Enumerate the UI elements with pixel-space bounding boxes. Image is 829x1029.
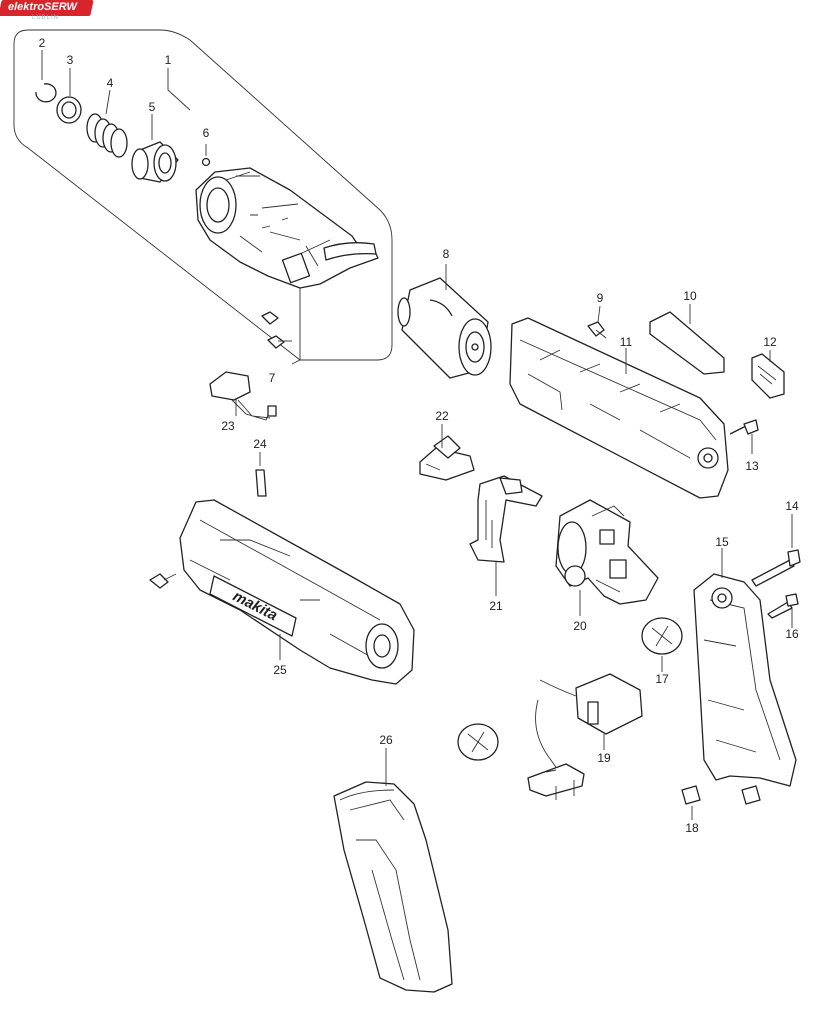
part-24-clip bbox=[255, 469, 267, 497]
loose-disc bbox=[457, 723, 499, 761]
callout-11: 11 bbox=[620, 335, 633, 349]
callout-20: 20 bbox=[573, 619, 587, 633]
part-7-screws bbox=[261, 311, 292, 349]
leader-7 bbox=[291, 288, 301, 365]
callout-9: 9 bbox=[597, 291, 604, 305]
callout-22: 22 bbox=[435, 409, 449, 423]
callout-18: 18 bbox=[685, 821, 699, 835]
callout-14: 14 bbox=[785, 499, 799, 513]
part-6-ball bbox=[201, 157, 211, 167]
part-9-screw bbox=[587, 321, 607, 339]
callout-1: 1 bbox=[165, 53, 172, 67]
part-18-nuts bbox=[681, 785, 761, 805]
part-15-housing bbox=[693, 573, 797, 787]
part-11-housing bbox=[509, 317, 729, 499]
part-13-screw bbox=[729, 419, 759, 435]
callout-12: 12 bbox=[763, 335, 777, 349]
callout-23: 23 bbox=[221, 419, 235, 433]
part-5-sleeve bbox=[131, 141, 179, 183]
watermark-brand: elektroSERW bbox=[8, 1, 77, 13]
callout-7: 7 bbox=[269, 371, 276, 385]
assembly-1-boundary bbox=[13, 29, 393, 361]
part-25-housing: makita bbox=[179, 499, 415, 685]
part-14-screw bbox=[751, 549, 801, 587]
callout-2: 2 bbox=[39, 36, 46, 50]
part-16-screw bbox=[767, 593, 799, 619]
part-22-button bbox=[419, 435, 475, 481]
callout-5: 5 bbox=[149, 100, 156, 114]
part-21-lever bbox=[469, 475, 543, 563]
callout-21: 21 bbox=[489, 599, 503, 613]
watermark-logo: elektroSERW LUBLIN bbox=[0, 0, 96, 22]
part-4-spring bbox=[86, 113, 128, 158]
callout-13: 13 bbox=[745, 459, 759, 473]
part-1-gear-assembly bbox=[195, 167, 379, 289]
part-25-screw bbox=[149, 573, 177, 589]
part-17-disc bbox=[641, 617, 683, 655]
part-8-motor bbox=[397, 277, 492, 379]
callout-25: 25 bbox=[273, 663, 287, 677]
callout-19: 19 bbox=[597, 751, 611, 765]
callout-24: 24 bbox=[253, 437, 267, 451]
callout-16: 16 bbox=[785, 627, 799, 641]
callout-15: 15 bbox=[715, 535, 729, 549]
part-10-label bbox=[649, 311, 725, 375]
part-19-terminal bbox=[527, 673, 643, 800]
part-12-plate bbox=[751, 353, 785, 399]
callout-8: 8 bbox=[443, 247, 450, 261]
leader-9 bbox=[597, 305, 601, 323]
part-3-washer bbox=[56, 96, 82, 124]
callout-4: 4 bbox=[107, 76, 114, 90]
watermark-sub: LUBLIN bbox=[32, 15, 60, 21]
callout-10: 10 bbox=[683, 289, 697, 303]
leader-4 bbox=[105, 89, 111, 115]
part-20-switch bbox=[555, 499, 659, 605]
part-2-retaining-ring bbox=[35, 83, 57, 103]
part-26-grip bbox=[333, 781, 453, 993]
part-23-led bbox=[209, 371, 277, 421]
callout-17: 17 bbox=[655, 672, 669, 686]
leader-1 bbox=[167, 68, 191, 111]
callout-26: 26 bbox=[379, 733, 393, 747]
callout-6: 6 bbox=[203, 126, 210, 140]
callout-3: 3 bbox=[67, 53, 74, 67]
